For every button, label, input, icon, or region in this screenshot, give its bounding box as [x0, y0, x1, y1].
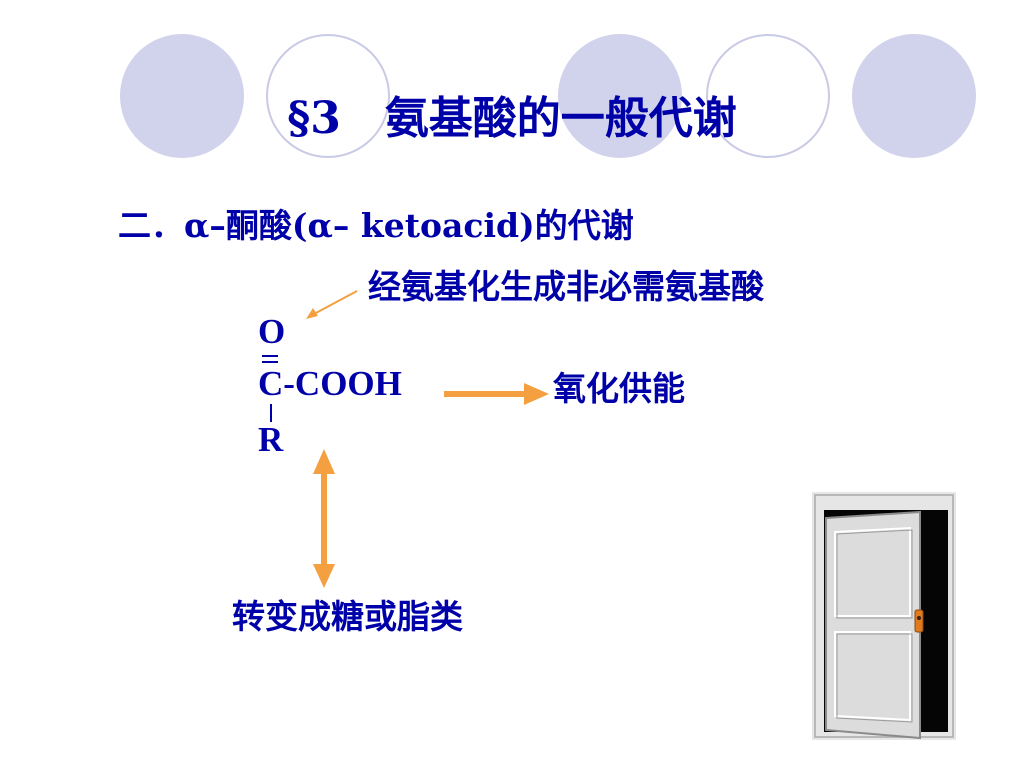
formula-carbon-cooh: C-COOH	[258, 364, 402, 403]
single-bond	[270, 404, 272, 422]
oxidation-label: 氧化供能	[553, 369, 685, 408]
slide-title: §3 氨基酸的一般代谢	[287, 93, 737, 144]
double-bond-bottom	[262, 361, 278, 363]
arrow-icon-transamination	[306, 290, 358, 319]
conversion-label: 转变成糖或脂类	[232, 597, 463, 636]
transamination-label: 经氨基化生成非必需氨基酸	[368, 267, 764, 306]
formula-oxygen: O	[258, 312, 286, 351]
decorative-circle-5	[852, 34, 976, 158]
double-bond-top	[262, 355, 278, 357]
decorative-circle-1	[120, 34, 244, 158]
decorative-circle-3	[558, 34, 682, 158]
decorative-circle-4	[706, 34, 830, 158]
arrow-icon-conversion	[313, 449, 335, 588]
formula-r-group: R	[258, 420, 284, 459]
section-heading: 二．α–酮酸(α– ketoacid)的代谢	[118, 206, 634, 245]
decorative-circle-2	[266, 34, 390, 158]
door-icon[interactable]	[812, 492, 956, 740]
arrow-icon-oxidation	[444, 383, 549, 405]
